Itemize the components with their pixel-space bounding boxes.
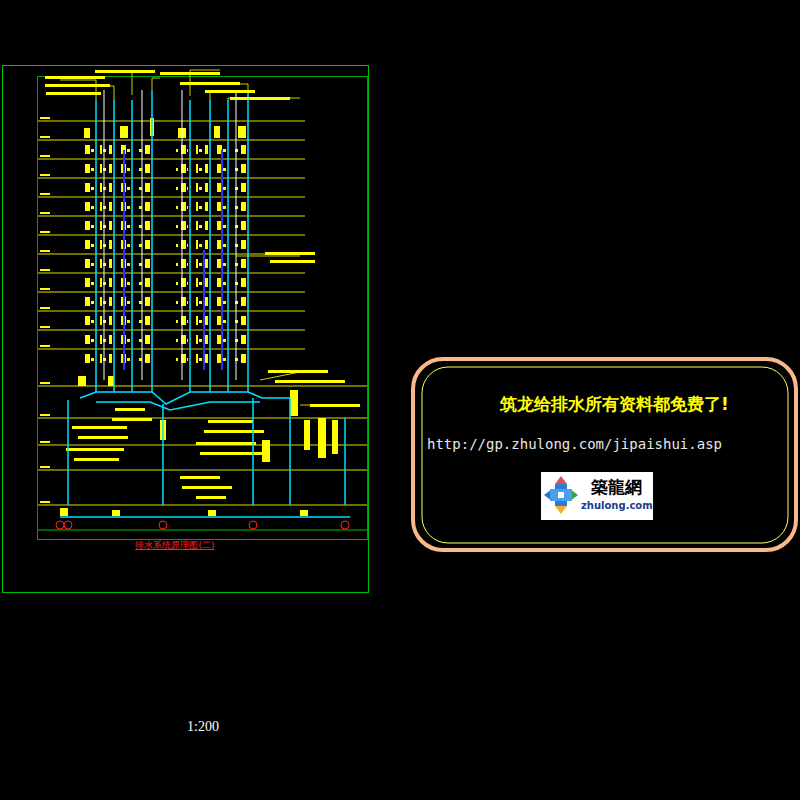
promo-url: http://gp.zhulong.com/jipaishui.asp xyxy=(427,436,722,452)
scale-label: 1:200 xyxy=(187,719,219,735)
logo-name: 築龍網 xyxy=(591,477,642,497)
drawing-caption: 排水系统原理图(二) xyxy=(135,539,214,552)
logo-domain: zhulong.com xyxy=(581,500,653,512)
logo-box: 築龍網 zhulong.com xyxy=(541,472,661,520)
promo-headline: 筑龙给排水所有资料都免费了! xyxy=(500,393,729,416)
promo-box: 筑龙给排水所有资料都免费了! http://gp.zhulong.com/jipa… xyxy=(411,357,798,552)
